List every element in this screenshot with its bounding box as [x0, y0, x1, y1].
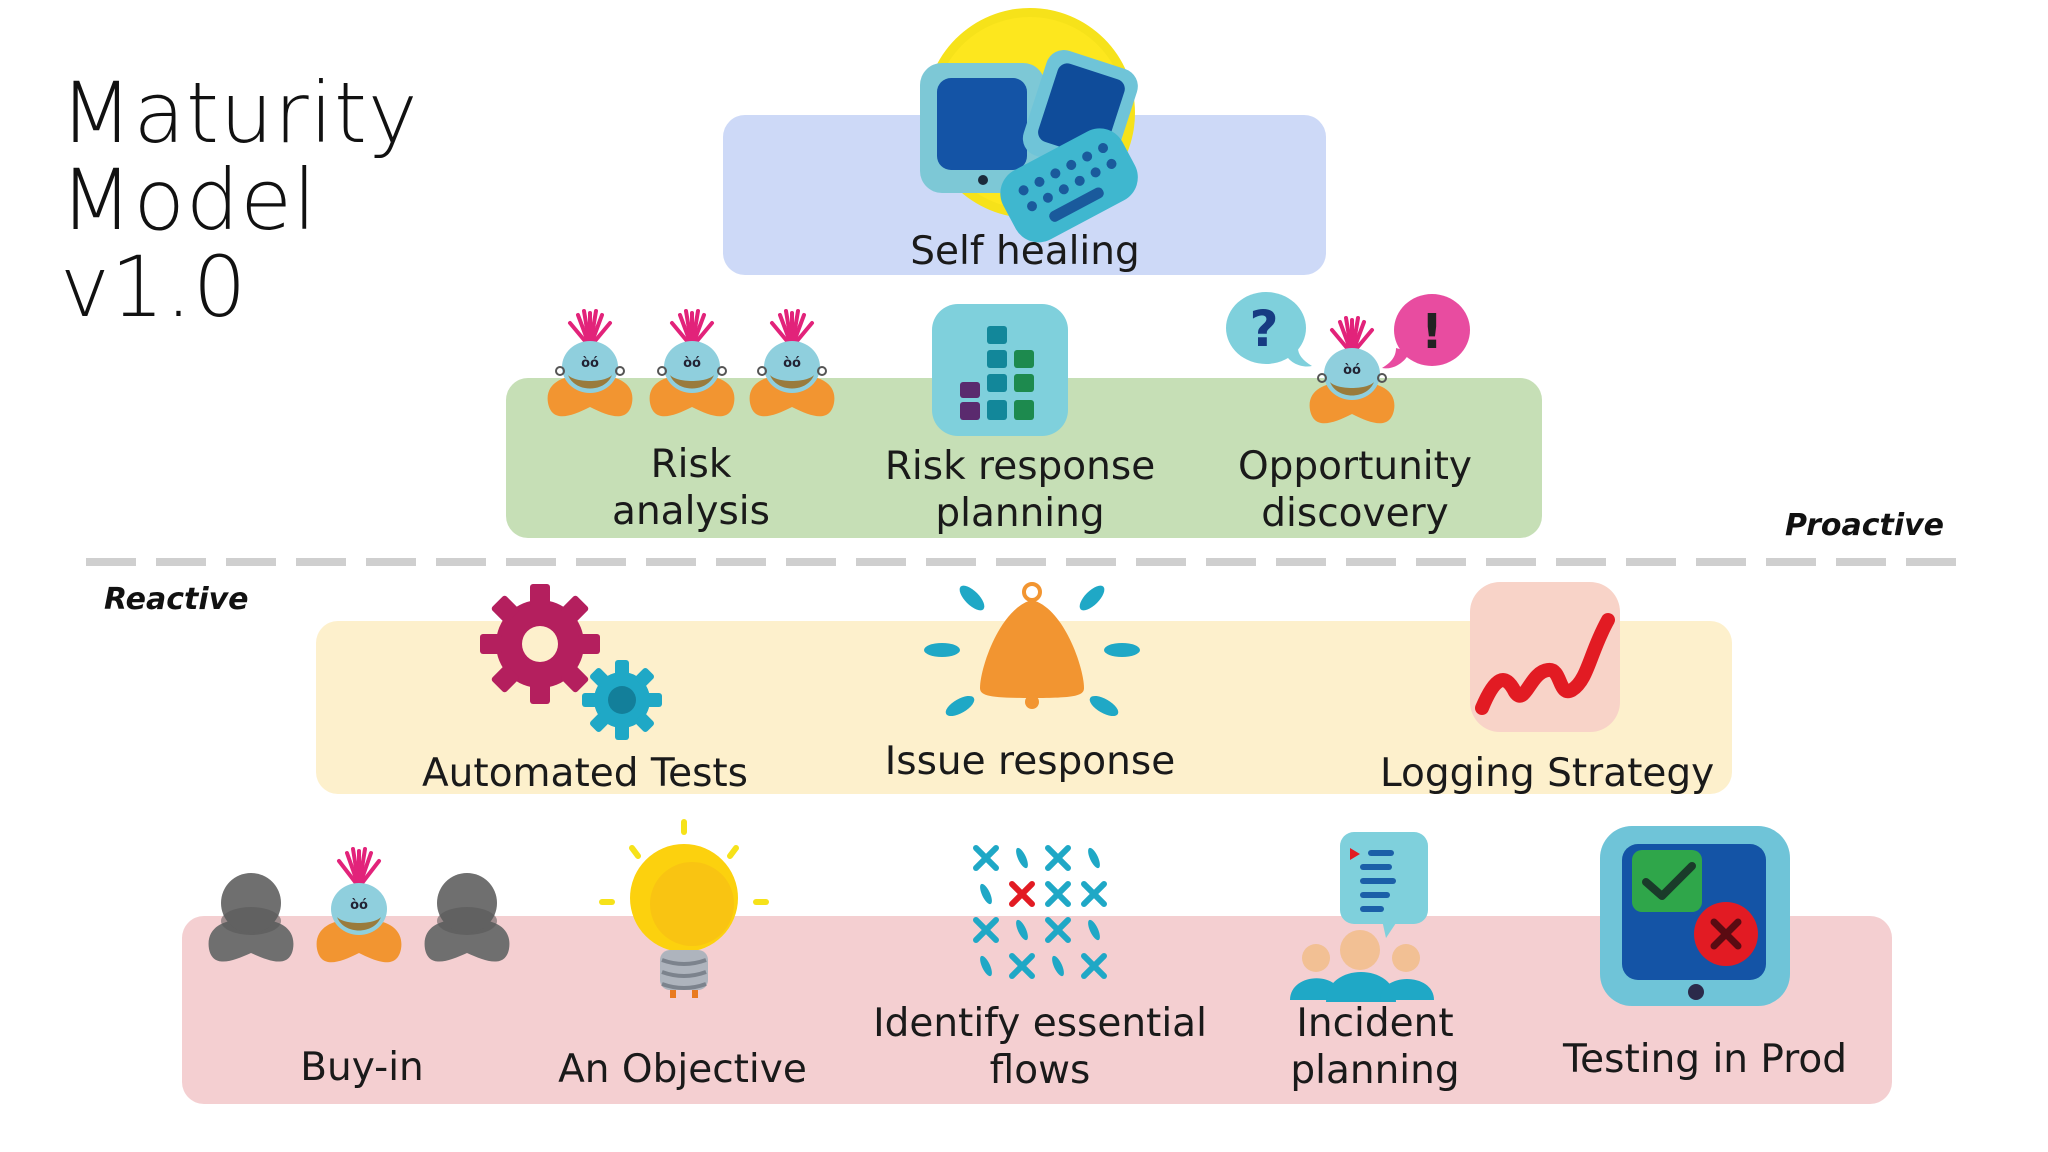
risk-analysis-line-1: Risk	[650, 442, 732, 487]
svg-text:òó: òó	[1343, 363, 1361, 378]
risk-response-label: Risk response planning	[870, 443, 1170, 537]
objective-label: An Objective	[558, 1047, 807, 1092]
incident-planning-line-1: Incident	[1296, 1001, 1454, 1046]
title-line-2: Model	[60, 151, 318, 249]
risk-analysis-line-2: analysis	[612, 489, 770, 534]
svg-text:òó: òó	[683, 356, 701, 371]
creature-icon: òó	[540, 305, 640, 435]
svg-text:!: !	[1421, 304, 1443, 360]
svg-text:?: ?	[1249, 300, 1278, 358]
exclamation-bubble-icon: !	[1380, 290, 1472, 376]
automated-tests-label: Automated Tests	[422, 751, 748, 796]
svg-text:òó: òó	[581, 356, 599, 371]
essential-flows-line-2: flows	[989, 1048, 1091, 1093]
essential-flows-line-1: Identify essential	[873, 1001, 1207, 1046]
incident-planning-line-2: planning	[1290, 1048, 1460, 1093]
self-healing-label: Self healing	[910, 229, 1140, 274]
risk-analysis-label: Risk analysis	[560, 441, 822, 535]
opportunity-line-2: discovery	[1261, 491, 1449, 536]
proactive-reactive-divider	[86, 558, 1968, 566]
incident-planning-label: Incident planning	[1240, 1000, 1510, 1094]
title-line-3: v1.0	[60, 238, 248, 336]
issue-response-label: Issue response	[884, 739, 1176, 784]
opportunity-line-1: Opportunity	[1237, 444, 1473, 489]
lightbulb-icon	[596, 819, 776, 1000]
question-bubble-icon: ?	[1224, 290, 1316, 370]
svg-text:òó: òó	[783, 356, 801, 371]
devices-icon	[905, 8, 1145, 243]
reactive-label: Reactive	[104, 582, 249, 617]
essential-flows-label: Identify essential flows	[870, 1000, 1210, 1094]
page-title: Maturity Model v1.0	[60, 70, 419, 331]
buy-in-label: Buy-in	[300, 1045, 424, 1090]
cross-grid-icon	[966, 838, 1116, 988]
tablet-check-icon	[1600, 826, 1790, 1006]
title-line-1: Maturity	[60, 64, 419, 162]
testing-in-prod-label: Testing in Prod	[1562, 1037, 1848, 1082]
svg-text:òó: òó	[350, 898, 368, 913]
risk-response-line-2: planning	[935, 491, 1105, 536]
opportunity-discovery-label: Opportunity discovery	[1210, 443, 1500, 537]
creature-icon: òó	[1302, 312, 1402, 442]
gears-icon	[480, 582, 670, 742]
logging-strategy-label: Logging Strategy	[1380, 751, 1715, 796]
trend-line-icon	[1470, 582, 1620, 732]
people-icon: òó	[205, 845, 525, 975]
bell-icon	[920, 578, 1144, 728]
proactive-label: Proactive	[1785, 508, 1945, 543]
chat-people-icon	[1286, 830, 1446, 1005]
bar-chart-icon	[932, 304, 1068, 436]
creature-icon: òó	[642, 305, 742, 435]
creature-icon: òó	[742, 305, 842, 435]
risk-response-line-1: Risk response	[884, 444, 1156, 489]
